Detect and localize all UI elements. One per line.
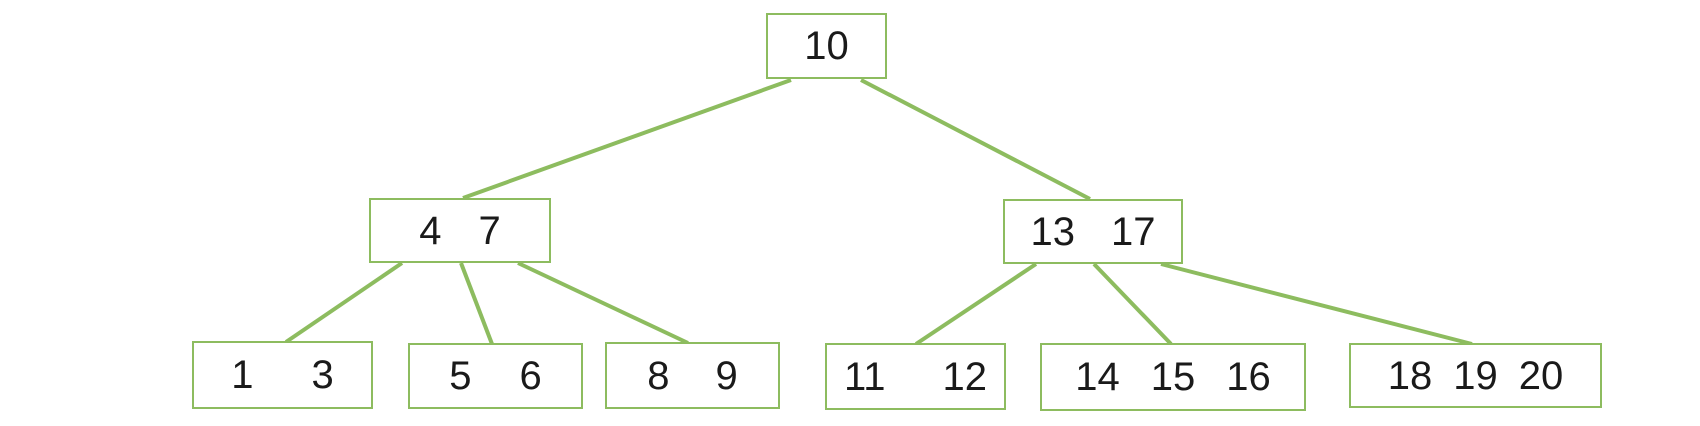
tree-node-leaf-6: 18 19 20	[1349, 343, 1602, 408]
node-key: 11	[843, 354, 886, 399]
edge-internal-left-to-leaf-3	[517, 261, 689, 345]
tree-node-leaf-2: 5 6	[408, 343, 583, 409]
edge-internal-right-to-leaf-5	[1092, 262, 1173, 346]
node-key: 15	[1150, 355, 1196, 399]
node-key: 12	[942, 354, 988, 399]
tree-node-leaf-1: 1 3	[192, 341, 373, 409]
tree-node-root: 10	[766, 13, 887, 79]
edge-internal-right-to-leaf-6	[1160, 262, 1473, 346]
node-key: 19	[1453, 353, 1498, 398]
edge-internal-right-to-leaf-4	[914, 262, 1038, 346]
node-key: 6	[519, 354, 542, 398]
node-key: 3	[311, 353, 334, 397]
edge-internal-left-to-leaf-2	[459, 262, 494, 345]
node-key: 14	[1075, 355, 1120, 399]
edge-internal-left-to-leaf-1	[284, 261, 404, 344]
edge-root-to-internal-left	[462, 78, 792, 200]
tree-node-leaf-3: 8 9	[605, 342, 780, 409]
edge-root-to-internal-right	[860, 78, 1091, 201]
tree-node-leaf-4: 11 12	[825, 343, 1006, 410]
node-key: 8	[647, 353, 670, 398]
node-key: 4	[419, 208, 442, 253]
tree-node-leaf-5: 14 15 16	[1040, 343, 1306, 411]
node-key: 13	[1030, 209, 1076, 254]
node-key: 5	[449, 354, 472, 398]
node-key: 18	[1387, 353, 1433, 398]
node-key: 10	[804, 24, 849, 68]
node-key: 16	[1226, 355, 1271, 399]
node-key: 17	[1111, 209, 1156, 254]
node-key: 1	[231, 353, 254, 397]
tree-node-internal-right: 13 17	[1003, 199, 1183, 264]
node-key: 9	[715, 353, 738, 398]
node-key: 20	[1518, 353, 1564, 398]
node-key: 7	[478, 208, 501, 253]
tree-node-internal-left: 4 7	[369, 198, 551, 263]
